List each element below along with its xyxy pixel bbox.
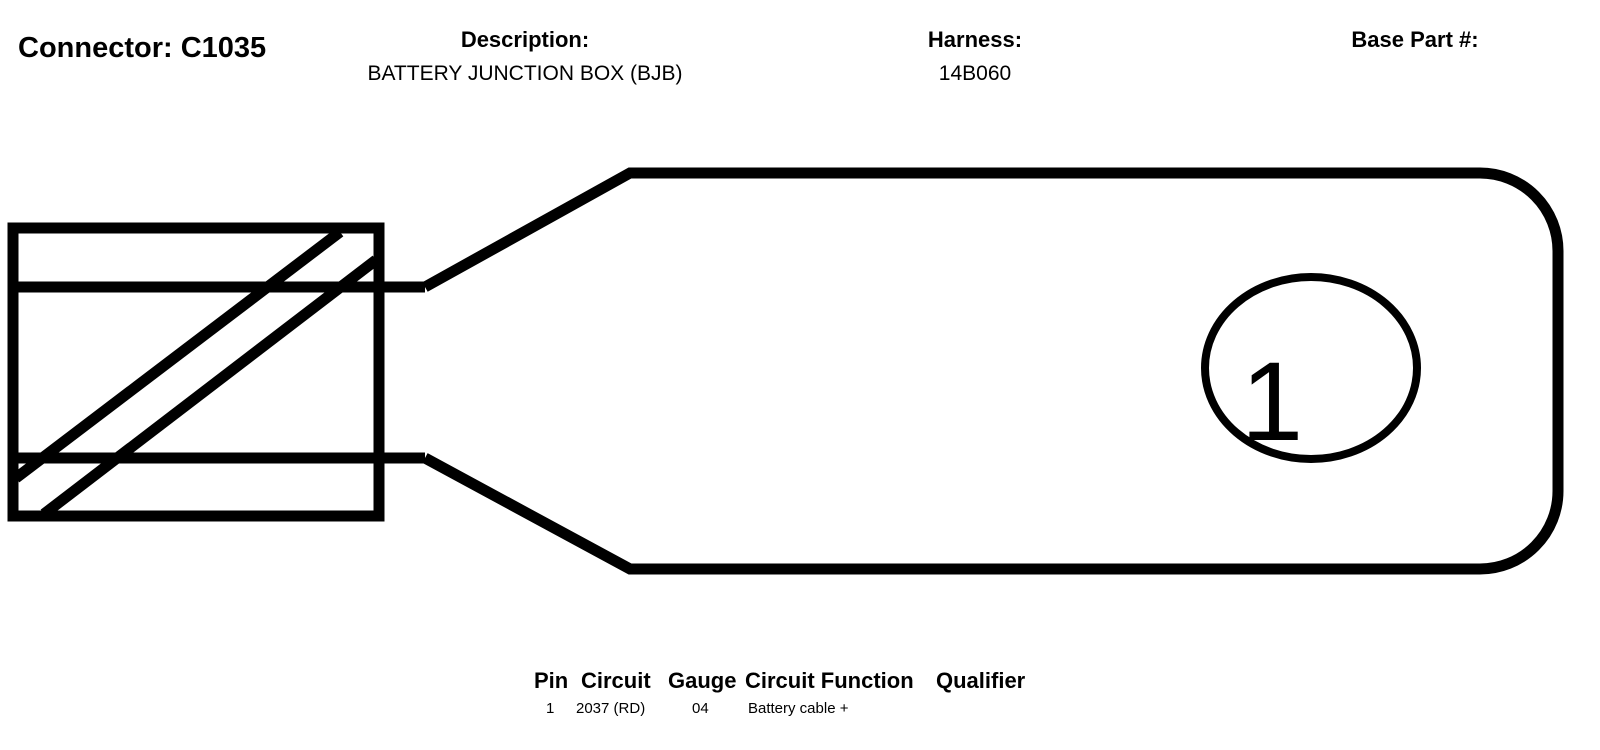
pin-number-label: 1 [1241, 339, 1303, 464]
base-part-label: Base Part #: [1351, 27, 1479, 52]
function-cell: Battery cable + [748, 700, 849, 717]
ring-terminal-outline [422, 167, 1564, 575]
connector-title: Connector: C1035 [18, 32, 267, 64]
hatch-line-2 [40, 255, 380, 519]
col-header-qualifier: Qualifier [936, 668, 1026, 693]
pin-cell: 1 [546, 700, 555, 717]
pin-table-header: Pin Circuit Gauge Circuit Function Quali… [530, 668, 1090, 696]
circuit-cell: 2037 (RD) [576, 700, 646, 717]
description-value: BATTERY JUNCTION BOX (BJB) [367, 62, 683, 85]
hatch-line-1 [12, 227, 344, 483]
pin-circle [1201, 273, 1421, 463]
col-header-pin: Pin [534, 668, 569, 693]
table-row: 1 2037 (RD) 04 Battery cable + [530, 700, 1090, 722]
harness-label: Harness: [927, 27, 1023, 52]
col-header-circuit: Circuit [581, 668, 651, 693]
crimp-barrel-box [7, 222, 385, 522]
col-header-circuit-function: Circuit Function [745, 668, 914, 693]
col-header-gauge: Gauge [668, 668, 737, 693]
gauge-cell: 04 [692, 700, 709, 717]
pin-table: Pin Circuit Gauge Circuit Function Quali… [530, 668, 1090, 722]
description-label: Description: [460, 27, 590, 52]
harness-value: 14B060 [938, 62, 1012, 85]
